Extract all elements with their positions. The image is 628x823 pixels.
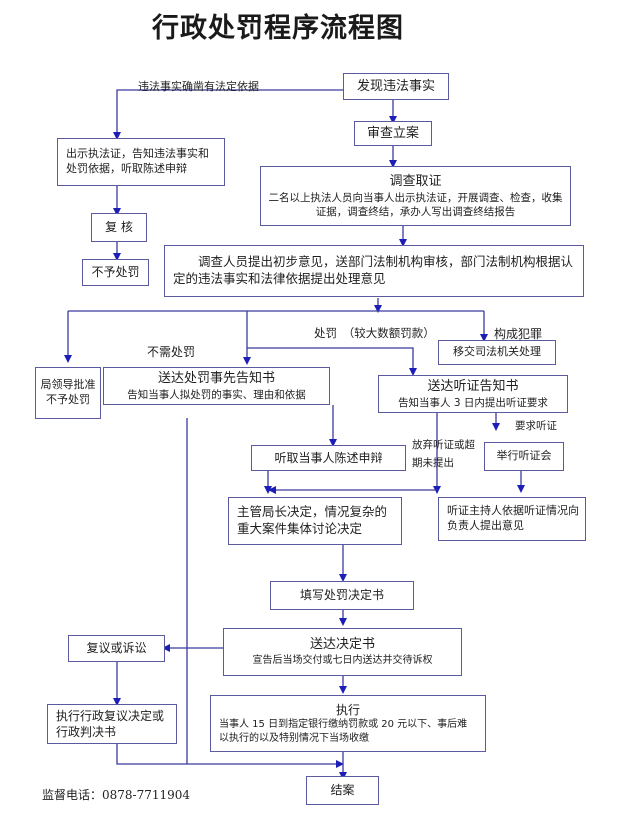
node-label: 听证主持人依据听证情况向负责人提出意见 — [447, 504, 579, 532]
edge-discover-to-summary — [113, 89, 343, 140]
node-director-approve-no-penalty: 局领导批准不予处罚 — [35, 367, 101, 419]
node-label: 复议或诉讼 — [86, 641, 147, 656]
node-hearing-notice: 送达听证告知书 告知当事人 3 日内提出听证要求 — [378, 375, 568, 413]
node-label: 局领导批准不予处罚 — [40, 378, 96, 406]
node-investigate: 调查取证 二名以上执法人员向当事人出示执法证，开展调查、检查，收集证据，调查终结… — [260, 166, 571, 226]
node-director-decide: 主管局长决定，情况复杂的重大案件集体讨论决定 — [228, 497, 402, 545]
node-label: 执行行政复议决定或行政判决书 — [56, 708, 165, 739]
node-label: 填写处罚决定书 — [299, 588, 384, 603]
node-desc: 告知当事人 3 日内提出听证要求 — [398, 396, 548, 409]
node-hold-hearing: 举行听证会 — [484, 442, 564, 471]
node-title: 送达决定书 — [309, 637, 375, 653]
node-label: 移交司法机关处理 — [453, 345, 541, 359]
edge-penalty-to-hearing-notice — [247, 347, 417, 376]
page-title: 行政处罚程序流程图 — [152, 13, 404, 44]
node-reconsider-litigation: 复议或诉讼 — [68, 635, 165, 662]
supervision-hotline: 监督电话：0878-7711904 — [42, 788, 191, 802]
node-label: 复 核 — [105, 220, 133, 235]
node-no-penalty: 不予处罚 — [82, 259, 149, 286]
node-desc: 告知当事人拟处罚的事实、理由和依据 — [127, 388, 306, 401]
edge-label-penalty-large: 处罚 （较大数额罚款） — [314, 326, 435, 340]
edge-review-to-close — [116, 742, 344, 768]
edge-label-crime: 构成犯罪 — [494, 327, 543, 341]
node-write-decision: 填写处罚决定书 — [270, 581, 414, 610]
node-label: 发现违法事实 — [356, 78, 435, 94]
node-title: 执行 — [335, 702, 360, 717]
node-execute-review-decision: 执行行政复议决定或行政判决书 — [47, 704, 177, 744]
node-desc: 宣告后当场交付或七日内送达并交待诉权 — [252, 655, 433, 667]
node-title: 送达听证告知书 — [427, 379, 519, 395]
node-hearing-host-opinion: 听证主持人依据听证情况向负责人提出意见 — [438, 497, 586, 541]
node-label: 听取当事人陈述申辩 — [274, 450, 383, 465]
node-label: 举行听证会 — [496, 449, 552, 463]
node-label: 审查立案 — [366, 125, 419, 141]
node-label: 主管局长决定，情况复杂的重大案件集体讨论决定 — [237, 504, 388, 536]
node-review-filing: 审查立案 — [354, 121, 432, 146]
edge-label-waive-hearing: 放弃听证或超期未提出 — [412, 436, 484, 473]
node-recheck: 复 核 — [91, 213, 147, 242]
node-hear-statement: 听取当事人陈述申辩 — [251, 445, 406, 471]
edge-label-request-hearing: 要求听证 — [515, 420, 557, 432]
node-label: 结案 — [330, 783, 355, 798]
edge-label-summary-basis: 违法事实确凿有法定依据 — [138, 80, 259, 93]
node-label: 调查人员提出初步意见，送部门法制机构审核，部门法制机构根据认定的违法事实和法律依… — [173, 254, 574, 286]
node-title: 调查取证 — [389, 174, 442, 190]
edge-label-text: 放弃听证或超期未提出 — [412, 439, 475, 470]
node-close-case: 结案 — [306, 776, 379, 805]
node-prior-notice: 送达处罚事先告知书 告知当事人拟处罚的事实、理由和依据 — [103, 367, 330, 405]
node-preliminary-opinion: 调查人员提出初步意见，送部门法制机构审核，部门法制机构根据认定的违法事实和法律依… — [164, 245, 584, 297]
node-summary-notice: 出示执法证，告知违法事实和处罚依据，听取陈述申辩 — [57, 138, 225, 186]
node-title: 送达处罚事先告知书 — [157, 371, 275, 387]
node-label: 出示执法证，告知违法事实和处罚依据，听取陈述申辩 — [66, 147, 209, 175]
edge-label-no-penalty-needed: 不需处罚 — [147, 345, 196, 359]
node-discover-violation: 发现违法事实 — [343, 73, 449, 100]
node-execute: 执行 当事人 15 日到指定银行缴纳罚款或 20 元以下、事后难以执行的以及特别… — [210, 695, 486, 752]
node-label: 不予处罚 — [91, 265, 140, 280]
node-deliver-decision: 送达决定书 宣告后当场交付或七日内送达并交待诉权 — [223, 628, 462, 676]
node-transfer-judicial: 移交司法机关处理 — [438, 340, 556, 365]
node-desc: 当事人 15 日到指定银行缴纳罚款或 20 元以下、事后难以执行的以及特别情况下… — [219, 719, 468, 744]
node-desc: 二名以上执法人员向当事人出示执法证，开展调查、检查，收集证据，调查终结，承办人写… — [268, 191, 563, 218]
